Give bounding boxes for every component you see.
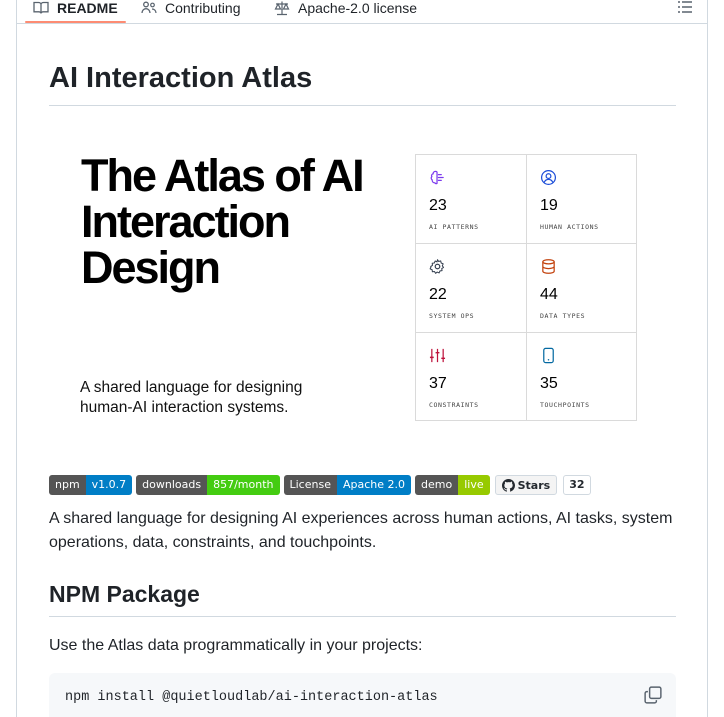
copy-icon[interactable]: [644, 686, 662, 704]
tab-license[interactable]: Apache-2.0 license: [274, 0, 417, 24]
badge-value: live: [458, 475, 490, 495]
hero-subtitle-line: A shared language for designing: [80, 379, 303, 396]
tab-license-label: Apache-2.0 license: [298, 0, 418, 16]
database-icon: [542, 259, 555, 274]
stat-card-touchpoints: 35 TOUCHPOINTS: [527, 333, 637, 421]
github-icon: [501, 478, 515, 492]
hero-title-line: The Atlas of AI: [81, 150, 365, 201]
hero-subtitle: A shared language for designing human-AI…: [80, 378, 340, 418]
stat-label: SYSTEM OPS: [429, 312, 475, 320]
stat-label: DATA TYPES: [540, 312, 586, 320]
phone-icon: [543, 347, 554, 364]
hero-title: The Atlas of AI Interaction Design: [81, 153, 381, 291]
stat-card-data-types: 44 DATA TYPES: [527, 244, 637, 333]
github-stars-label: Stars: [517, 478, 551, 492]
stat-value: 35: [540, 375, 558, 392]
sliders-icon: [429, 348, 446, 363]
npm-version-badge[interactable]: npm v1.0.7: [49, 475, 133, 495]
readme-panel: README Contributing Apache-2.0 license A…: [16, 0, 708, 717]
tab-readme-label: README: [57, 0, 118, 16]
github-stars-badge[interactable]: Stars 32: [494, 475, 591, 495]
outline-list-icon[interactable]: [677, 0, 693, 15]
brain-icon: [430, 170, 444, 185]
badge-label: npm: [49, 475, 86, 495]
stat-value: 23: [429, 197, 447, 214]
badge-label: demo: [415, 475, 459, 495]
npm-usage-text: Use the Atlas data programmatically in y…: [49, 637, 423, 654]
user-icon: [540, 169, 557, 186]
npm-heading: NPM Package: [49, 581, 200, 607]
stat-value: 22: [429, 286, 447, 303]
stat-card-human-actions: 19 HUMAN ACTIONS: [527, 155, 637, 244]
license-badge[interactable]: License Apache 2.0: [283, 475, 412, 495]
badge-row: npm v1.0.7 downloads 857/month License A…: [49, 475, 591, 495]
readme-title: AI Interaction Atlas: [49, 62, 313, 94]
badge-label: License: [283, 475, 337, 495]
npm-command[interactable]: npm install @quietloudlab/ai-interaction…: [65, 690, 438, 705]
stat-value: 37: [429, 375, 447, 392]
title-divider: [49, 105, 676, 106]
book-icon: [33, 1, 49, 14]
stat-card-system-ops: 22 SYSTEM OPS: [416, 244, 527, 333]
badge-value: 857/month: [207, 475, 280, 495]
demo-badge[interactable]: demo live: [415, 475, 490, 495]
scale-icon: [274, 1, 290, 15]
badge-value: Apache 2.0: [336, 475, 412, 495]
people-icon: [141, 1, 157, 13]
stat-card-constraints: 37 CONSTRAINTS: [416, 333, 527, 421]
hero-title-line: Design: [81, 242, 221, 293]
tab-contributing-label: Contributing: [165, 0, 241, 16]
npm-heading-divider: [49, 616, 676, 617]
stat-label: CONSTRAINTS: [429, 401, 479, 409]
downloads-badge[interactable]: downloads 857/month: [136, 475, 280, 495]
hero-subtitle-line: human-AI interaction systems.: [80, 399, 289, 416]
readme-tabbar: README Contributing Apache-2.0 license: [17, 0, 707, 24]
stat-card-ai-patterns: 23 AI PATTERNS: [416, 155, 527, 244]
intro-paragraph: A shared language for designing AI exper…: [49, 510, 673, 551]
stat-value: 19: [540, 197, 558, 214]
github-stars-button[interactable]: Stars: [494, 475, 558, 495]
tab-contributing[interactable]: Contributing: [141, 0, 241, 24]
github-stars-count: 32: [563, 475, 591, 495]
stats-grid: 23 AI PATTERNS 19 HUMAN ACTIONS 22 SYSTE…: [415, 154, 637, 421]
badge-value: v1.0.7: [85, 475, 133, 495]
gear-icon: [429, 259, 445, 274]
badge-label: downloads: [136, 475, 208, 495]
stat-label: HUMAN ACTIONS: [540, 223, 599, 231]
stat-value: 44: [540, 286, 558, 303]
stat-label: AI PATTERNS: [429, 223, 479, 231]
active-tab-indicator: [25, 21, 126, 23]
stat-label: TOUCHPOINTS: [540, 401, 590, 409]
hero-title-line: Interaction: [81, 196, 291, 247]
code-block: npm install @quietloudlab/ai-interaction…: [49, 673, 676, 717]
tab-readme[interactable]: README: [33, 0, 118, 24]
